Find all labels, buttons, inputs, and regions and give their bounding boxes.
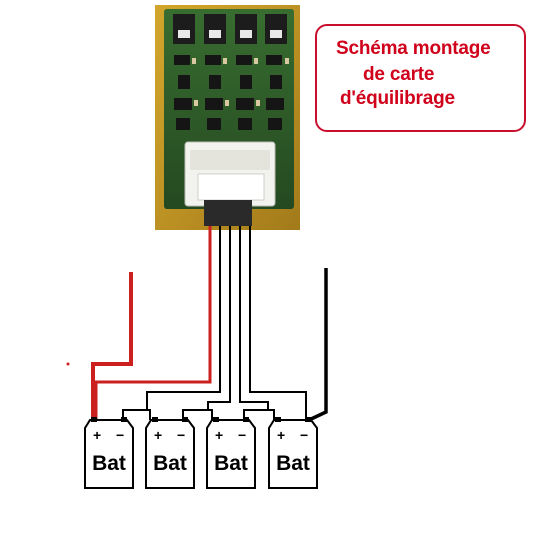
battery-3-plus: + (215, 427, 224, 443)
red-lead-wire (91, 272, 133, 420)
battery-3 (206, 417, 256, 489)
battery-3-minus: − (238, 427, 247, 443)
balance-wire-1 (122, 226, 221, 420)
red-balance-wire (94, 226, 212, 420)
title-callout: Schéma montage de carte d'équilibrage (315, 24, 526, 132)
black-main-wire (308, 268, 328, 422)
battery-pack (84, 417, 318, 489)
smd-components (174, 55, 284, 130)
battery-2 (145, 417, 195, 489)
title-line-2: de carte (363, 64, 435, 85)
battery-4-minus: − (300, 427, 309, 443)
title-line-1: Schéma montage (336, 38, 491, 59)
battery-1-plus: + (93, 427, 102, 443)
wires (66, 226, 328, 422)
battery-4-label: Bat (276, 452, 310, 475)
battery-1 (84, 417, 134, 489)
battery-1-label: Bat (92, 452, 126, 475)
balance-wire-2 (182, 226, 231, 420)
battery-1-minus: − (116, 427, 125, 443)
battery-2-minus: − (177, 427, 186, 443)
battery-2-plus: + (154, 427, 163, 443)
battery-4-plus: + (277, 427, 286, 443)
balance-wire-3 (239, 226, 269, 420)
battery-4 (268, 417, 318, 489)
balance-wire-4 (249, 226, 307, 420)
battery-2-label: Bat (153, 452, 187, 475)
balance-board-photo (155, 5, 300, 230)
title-line-3: d'équilibrage (340, 88, 455, 109)
battery-3-label: Bat (214, 452, 248, 475)
mosfet-row (173, 14, 287, 44)
